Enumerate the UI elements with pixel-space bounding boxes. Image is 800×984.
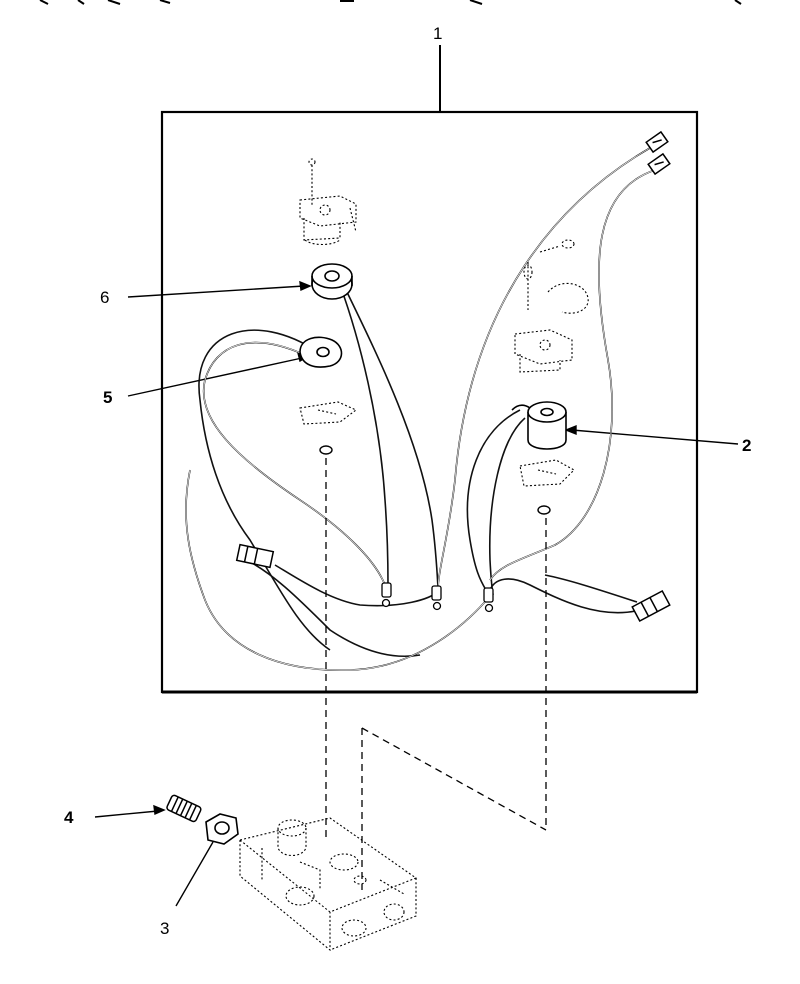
wire-terminals: [381, 582, 494, 613]
fitting-item-4: [166, 794, 202, 823]
connector-top-right-2: [647, 152, 671, 176]
coil-item-6: [311, 263, 353, 300]
callout-labels: 1 2 3 4 5 6: [64, 24, 751, 938]
plug-connectors: [235, 130, 671, 623]
manifold-block: [238, 817, 418, 952]
top-edge-marks: [39, 0, 742, 5]
callout-5: 5: [103, 388, 112, 407]
nut-item-3: [205, 813, 239, 845]
coil-item-2: [511, 401, 567, 450]
connector-top-right-1: [645, 130, 669, 154]
callout-1: 1: [433, 24, 442, 43]
callout-6: 6: [100, 288, 109, 307]
callout-4: 4: [64, 808, 74, 827]
assembly-dashed-lines: [325, 458, 547, 890]
callout-2: 2: [742, 436, 751, 455]
kit-panel: [160, 45, 699, 694]
ring-terminal-item-5: [299, 336, 343, 368]
ghosted-hardware: [299, 158, 589, 515]
connector-right: [631, 589, 671, 623]
wiring-harness: [185, 147, 656, 671]
connector-left: [235, 543, 275, 569]
callout-3: 3: [160, 919, 169, 938]
